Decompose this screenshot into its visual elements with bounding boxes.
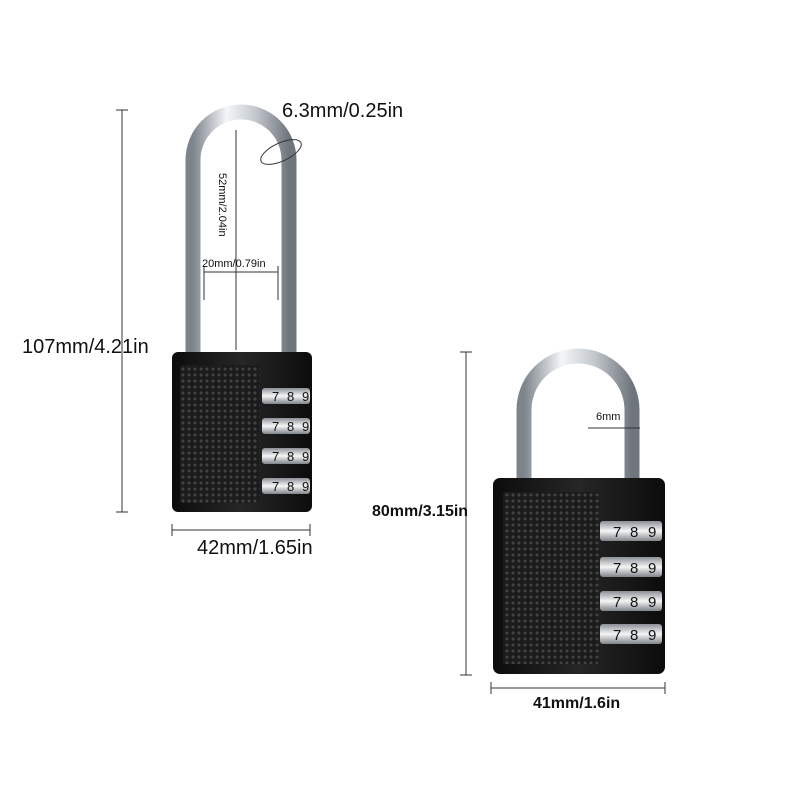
short-lock-dials [600, 521, 662, 644]
svg-text:9: 9 [302, 389, 309, 404]
svg-text:7: 7 [272, 449, 279, 464]
long-lock-width-label: 42mm/1.65in [197, 537, 313, 559]
short-lock-grip-texture [503, 492, 599, 664]
long-lock-height-label: 107mm/4.21in [22, 336, 149, 358]
long-lock-grip-texture [180, 365, 260, 503]
svg-text:9: 9 [302, 419, 309, 434]
svg-text:7: 7 [272, 419, 279, 434]
long-lock-shackle-thickness-label: 6.3mm/0.25in [282, 100, 404, 122]
svg-text:9: 9 [302, 449, 309, 464]
long-lock-shackle-inner-width-label: 20mm/0.79in [202, 258, 266, 270]
long-lock-dimension-lines [116, 109, 311, 536]
svg-text:8: 8 [630, 627, 638, 644]
svg-text:7: 7 [272, 389, 279, 404]
svg-text:8: 8 [630, 560, 638, 577]
svg-text:8: 8 [630, 524, 638, 541]
svg-text:7: 7 [613, 627, 621, 644]
long-lock-dials [262, 388, 310, 494]
svg-text:9: 9 [302, 479, 309, 494]
short-lock-height-label: 80mm/3.15in [372, 503, 469, 520]
svg-text:7: 7 [272, 479, 279, 494]
svg-text:9: 9 [648, 524, 656, 541]
short-lock-dimension-lines [460, 351, 666, 694]
svg-text:9: 9 [648, 560, 656, 577]
svg-text:8: 8 [630, 594, 638, 611]
svg-text:7: 7 [613, 594, 621, 611]
svg-text:8: 8 [287, 449, 294, 464]
long-lock-shackle-height-label: 52mm/2.04in [216, 173, 228, 237]
long-shackle [185, 104, 297, 355]
svg-text:7: 7 [613, 524, 621, 541]
svg-text:7: 7 [613, 560, 621, 577]
short-lock-shackle-thickness-label: 6mm [596, 411, 621, 423]
svg-text:8: 8 [287, 419, 294, 434]
svg-text:9: 9 [648, 594, 656, 611]
svg-text:9: 9 [648, 627, 656, 644]
short-shackle [516, 348, 640, 482]
svg-text:8: 8 [287, 479, 294, 494]
svg-text:8: 8 [287, 389, 294, 404]
short-lock-width-label: 41mm/1.6in [533, 695, 621, 712]
